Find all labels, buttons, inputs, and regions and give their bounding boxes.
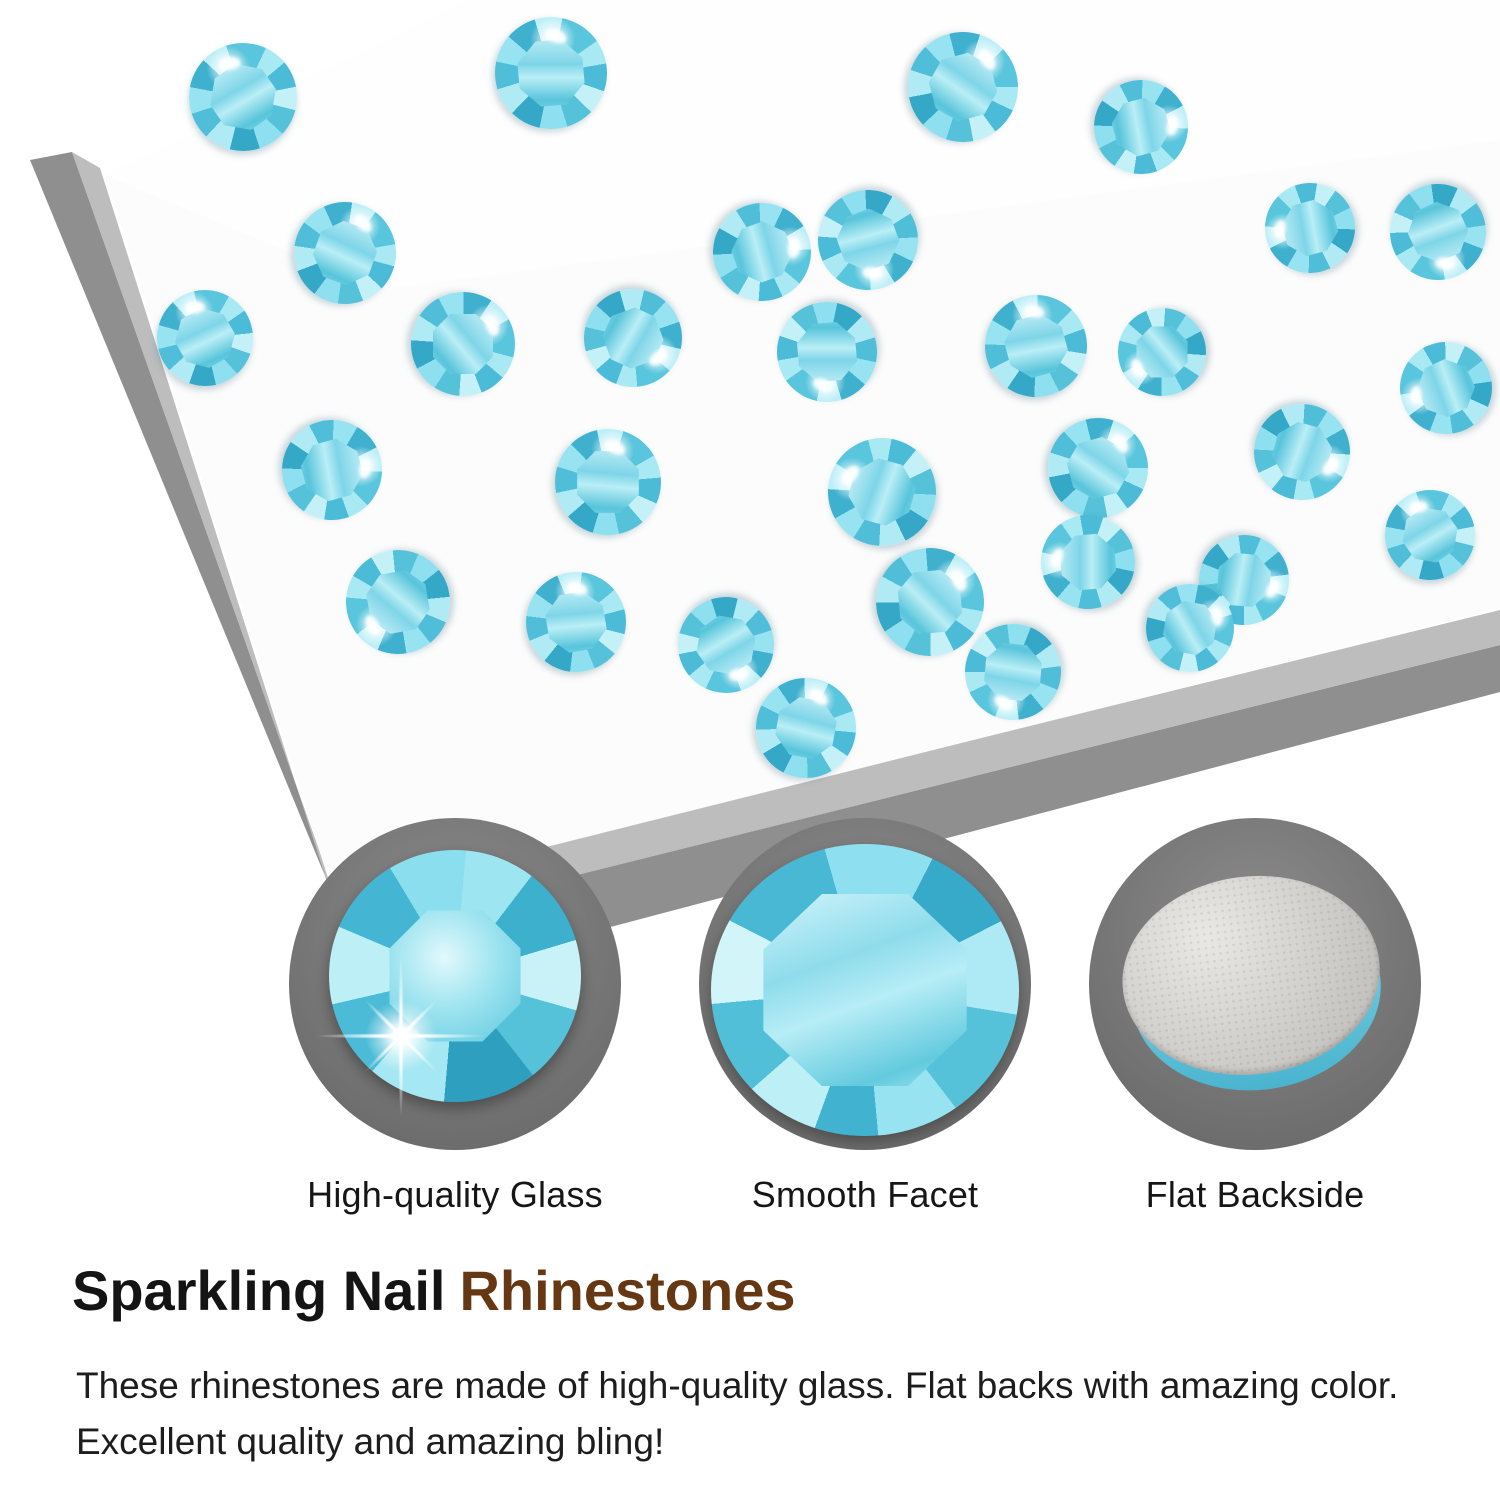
callout-high-quality-glass: High-quality Glass	[289, 818, 621, 1216]
facet-closeup-circle	[699, 818, 1031, 1150]
callout-label: High-quality Glass	[307, 1174, 603, 1215]
glass-closeup-circle	[289, 818, 621, 1150]
rhinestone-macro-facet	[711, 844, 1019, 1136]
sparkle-icon	[311, 946, 491, 1126]
sheet-highlight	[105, 0, 1500, 290]
callout-label: Smooth Facet	[751, 1174, 979, 1215]
heading-black: Sparkling Nail	[72, 1259, 446, 1322]
heading-brown: Rhinestones	[459, 1259, 796, 1322]
description-line-1: These rhinestones are made of high-quali…	[76, 1365, 1399, 1406]
callout-smooth-facet: Smooth Facet	[699, 818, 1031, 1216]
sheet-shadow-outer	[30, 152, 1500, 990]
backside-closeup-circle	[1089, 818, 1421, 1150]
callout-flat-backside: Flat Backside	[1089, 818, 1421, 1216]
description-line-2: Excellent quality and amazing bling!	[76, 1420, 665, 1462]
rhinestone-macro-top	[329, 850, 581, 1102]
callout-label: Flat Backside	[1145, 1174, 1365, 1215]
product-description: These rhinestones are made of high-quali…	[76, 1358, 1476, 1469]
